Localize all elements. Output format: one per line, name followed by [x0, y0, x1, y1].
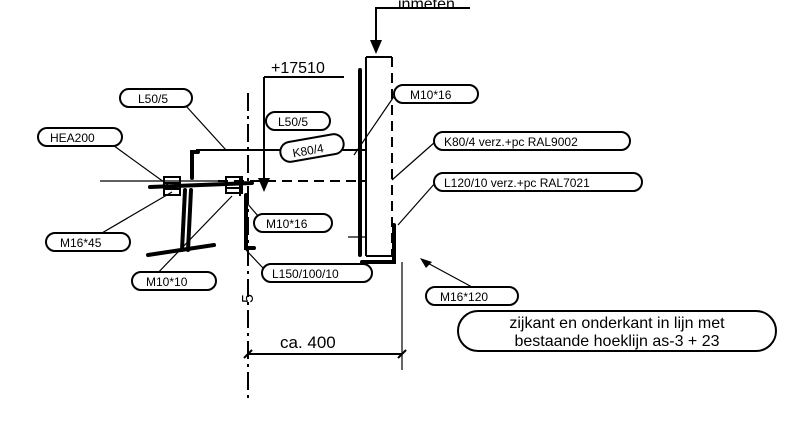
tag-k80-4-spec: K80/4 verz.+pc RAL9002	[433, 131, 631, 151]
tag-k80-4: K80/4	[279, 133, 345, 163]
tag-hea200: HEA200	[37, 127, 123, 147]
svg-text:L120/10 verz.+pc RAL7021: L120/10 verz.+pc RAL7021	[444, 176, 590, 190]
svg-text:M16*120: M16*120	[440, 290, 488, 304]
svg-text:M10*10: M10*10	[146, 275, 188, 289]
tag-m10-16-mid: M10*16	[253, 213, 333, 233]
l120-angle	[360, 223, 396, 264]
tag-l50-5-b: L50/5	[265, 111, 331, 131]
tag-m10-16-top: M10*16	[393, 84, 479, 104]
bolts	[163, 176, 243, 196]
svg-text:L150/100/10: L150/100/10	[272, 267, 339, 281]
leader-lines	[89, 94, 473, 288]
dimension-line	[243, 262, 407, 370]
l150-bracket	[190, 150, 256, 250]
svg-text:L50/5: L50/5	[138, 92, 168, 106]
svg-text:M16*45: M16*45	[60, 236, 102, 250]
tag-m16-45: M16*45	[45, 232, 131, 252]
dimension-label: ca. 400	[280, 333, 336, 352]
tag-l120-10-spec: L120/10 verz.+pc RAL7021	[433, 172, 643, 192]
svg-text:M10*16: M10*16	[410, 88, 452, 102]
note-bubble: zijkant en onderkant in lijn met bestaan…	[457, 310, 777, 352]
tag-l50-5-a: L50/5	[119, 88, 193, 108]
tag-m16-120: M16*120	[425, 286, 519, 306]
inmeten-label: inmeten	[398, 0, 455, 13]
tag-l150-100-10: L150/100/10	[261, 263, 373, 283]
tag-m10-10: M10*10	[131, 271, 217, 291]
elevation-label: +17510	[271, 60, 325, 77]
svg-text:HEA200: HEA200	[50, 131, 95, 145]
axis-number: 5	[240, 294, 257, 303]
svg-text:zijkant en onderkant in lijn m: zijkant en onderkant in lijn met	[509, 315, 725, 332]
inmeten-arrow	[370, 7, 470, 54]
svg-text:K80/4 verz.+pc RAL9002: K80/4 verz.+pc RAL9002	[444, 135, 578, 149]
svg-text:bestaande hoeklijn as-3 + 23: bestaande hoeklijn as-3 + 23	[514, 333, 719, 350]
svg-text:K80/4: K80/4	[291, 141, 325, 160]
svg-text:L50/5: L50/5	[278, 115, 308, 129]
svg-text:M10*16: M10*16	[266, 217, 308, 231]
column-box	[358, 56, 393, 257]
